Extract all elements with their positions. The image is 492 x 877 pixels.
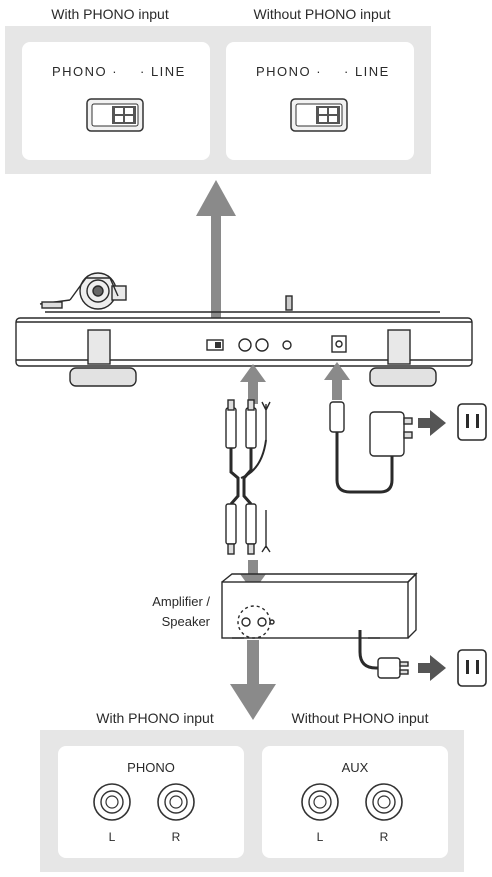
right-channel-label: R	[379, 830, 389, 844]
phono-line-switch-icon	[290, 98, 348, 132]
left-channel-label: L	[316, 830, 324, 844]
input-card-aux: AUX L R	[262, 746, 448, 858]
left-channel-label: L	[108, 830, 116, 844]
wall-outlet-icon	[457, 403, 487, 441]
rca-jack-icon	[93, 783, 131, 821]
up-arrow-icon	[196, 180, 236, 340]
down-arrow-icon	[230, 640, 276, 720]
rca-jack-icon	[157, 783, 195, 821]
phono-line-switch-icon	[86, 98, 144, 132]
bottom-without-phono-title: Without PHONO input	[291, 710, 429, 726]
rca-cable-icon	[225, 399, 271, 555]
phono-label: PHONO ·	[52, 64, 119, 79]
right-channel-label: R	[171, 830, 181, 844]
amplifier-label-line1: Amplifier /	[152, 594, 210, 609]
turntable-icon	[15, 272, 473, 387]
switch-card-without-phono: PHONO · · LINE	[226, 42, 414, 160]
rca-jack-icon	[301, 783, 339, 821]
bottom-with-phono-title: With PHONO input	[96, 710, 214, 726]
top-without-phono-title: Without PHONO input	[253, 6, 391, 22]
switch-card-with-phono: PHONO · · LINE	[22, 42, 210, 160]
input-name-label: AUX	[341, 760, 369, 775]
rca-jack-icon	[365, 783, 403, 821]
line-label: · LINE	[140, 64, 186, 79]
phono-label: PHONO ·	[256, 64, 323, 79]
amplifier-label-line2: Speaker	[161, 614, 210, 629]
input-name-label: PHONO	[127, 760, 175, 775]
up-arrow-icon	[240, 362, 350, 404]
amplifier-icon	[221, 572, 418, 679]
ac-adapter-icon	[329, 401, 413, 494]
top-with-phono-title: With PHONO input	[51, 6, 169, 22]
wall-outlet-icon	[457, 649, 487, 687]
line-label: · LINE	[344, 64, 390, 79]
right-arrow-icon	[418, 410, 446, 436]
amplifier-label: Amplifier / Speaker	[136, 592, 210, 632]
input-card-phono: PHONO L R	[58, 746, 244, 858]
right-arrow-icon	[418, 655, 446, 681]
